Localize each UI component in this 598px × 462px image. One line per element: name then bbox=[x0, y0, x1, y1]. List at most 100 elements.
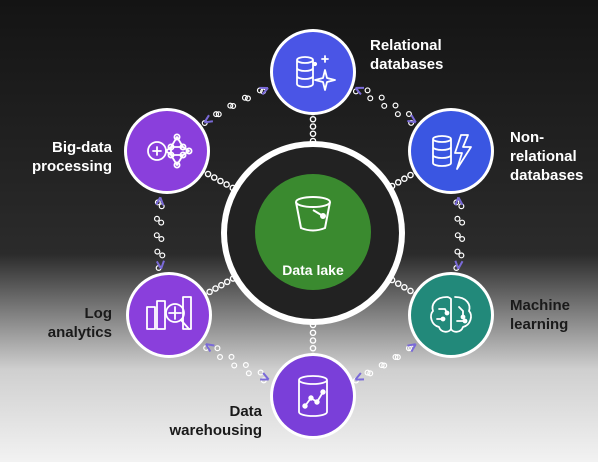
arrowhead bbox=[407, 343, 417, 353]
arrowhead bbox=[260, 372, 270, 381]
arrow-dot bbox=[158, 219, 165, 226]
connector-link bbox=[212, 285, 219, 292]
arrow-dot bbox=[394, 111, 401, 118]
database-sparkle-icon bbox=[296, 55, 336, 91]
arrow-dot bbox=[378, 94, 385, 101]
arrowhead bbox=[454, 196, 464, 206]
label-machine-learning: Machine learning bbox=[510, 296, 570, 334]
connector-link bbox=[309, 344, 317, 352]
arrowhead bbox=[407, 114, 417, 124]
arrow-dot bbox=[241, 94, 248, 101]
arrow-dot bbox=[364, 87, 371, 94]
arrow-dot bbox=[381, 102, 388, 109]
arrow-dot bbox=[364, 369, 371, 376]
connector-link bbox=[309, 337, 317, 344]
connector-link bbox=[407, 287, 414, 295]
label-line: Non- bbox=[510, 129, 545, 146]
label-line: databases bbox=[510, 167, 584, 184]
label-line: analytics bbox=[47, 324, 112, 341]
connector-link bbox=[309, 137, 317, 145]
label-line: databases bbox=[370, 56, 444, 73]
arrow-dot bbox=[367, 370, 374, 377]
connector-link bbox=[229, 275, 237, 282]
label-line: processing bbox=[31, 158, 112, 175]
cylinder-chart-icon bbox=[298, 375, 328, 417]
label-line: Data bbox=[229, 403, 262, 420]
connector-link bbox=[217, 177, 224, 185]
arrow-dot bbox=[245, 370, 252, 377]
arrow-dot bbox=[214, 345, 221, 352]
data-lake-circle bbox=[255, 174, 371, 290]
arrow-dot bbox=[458, 252, 465, 259]
node-warehouse bbox=[270, 353, 356, 439]
arrow-dot bbox=[213, 111, 220, 118]
connector-link bbox=[218, 281, 225, 289]
data-lake-label: Data lake bbox=[282, 262, 344, 278]
label-line: Log bbox=[84, 305, 113, 322]
connector-link bbox=[309, 321, 317, 329]
arrow-dot bbox=[244, 95, 251, 102]
arrow-dot bbox=[394, 354, 401, 361]
node-circle bbox=[129, 275, 209, 355]
arrowhead bbox=[205, 343, 215, 352]
connector-link bbox=[407, 171, 414, 179]
node-circle bbox=[273, 356, 353, 436]
label-data-warehousing: Data warehousing bbox=[150, 402, 262, 440]
arrow-dot bbox=[392, 354, 399, 361]
connector-link bbox=[401, 175, 408, 183]
node-log bbox=[126, 272, 212, 358]
magnifier-bars-icon bbox=[146, 296, 192, 330]
arrow-dot bbox=[231, 362, 238, 369]
arrow-dot bbox=[159, 252, 166, 259]
network-nodes-icon bbox=[147, 133, 193, 169]
dotted-arrows bbox=[153, 86, 466, 384]
arrow-dot bbox=[257, 369, 264, 376]
arrow-dot bbox=[381, 362, 388, 369]
arrowhead bbox=[155, 196, 165, 206]
arrow-dot bbox=[242, 362, 249, 369]
arrow-dot bbox=[459, 219, 466, 226]
label-line: relational bbox=[510, 148, 577, 165]
nodes bbox=[124, 29, 494, 439]
arrow-dot bbox=[454, 215, 461, 222]
connector-link bbox=[229, 184, 237, 192]
connector-link bbox=[223, 278, 231, 286]
connector-link bbox=[309, 329, 317, 337]
arrow-dot bbox=[153, 215, 160, 222]
arrow-dot bbox=[392, 102, 399, 109]
connector-link bbox=[309, 130, 317, 138]
connector-link bbox=[309, 123, 317, 130]
arrow-dot bbox=[154, 248, 161, 255]
connector-link bbox=[394, 179, 402, 186]
arrow-dot bbox=[459, 236, 466, 243]
connector-link bbox=[309, 115, 317, 123]
arrow-dot bbox=[215, 111, 222, 118]
bucket-icon bbox=[295, 196, 331, 232]
connector-link bbox=[206, 288, 213, 296]
connector-link bbox=[204, 170, 212, 178]
arrowhead bbox=[354, 372, 365, 381]
label-big-data-processing: Big-data processing bbox=[14, 138, 112, 176]
arrow-dot bbox=[230, 102, 237, 109]
node-ml bbox=[408, 272, 494, 358]
arrow-dot bbox=[227, 102, 234, 109]
brain-circuit-icon bbox=[430, 296, 472, 333]
arrow-dot bbox=[228, 353, 235, 360]
label-non-relational-databases: Non- relational databases bbox=[510, 128, 583, 185]
database-lightning-icon bbox=[432, 134, 472, 170]
node-nonrelational bbox=[408, 108, 494, 194]
arrow-dot bbox=[378, 362, 385, 369]
connector-link bbox=[210, 174, 218, 181]
arrowhead bbox=[354, 86, 365, 96]
connector-link bbox=[223, 181, 230, 188]
arrowhead bbox=[259, 86, 269, 96]
label-line: warehousing bbox=[169, 422, 262, 439]
arrow-dot bbox=[153, 232, 160, 239]
arrow-dot bbox=[217, 354, 224, 361]
arrow-dot bbox=[454, 248, 461, 255]
arrow-dot bbox=[158, 236, 165, 243]
node-bigdata bbox=[124, 108, 210, 194]
label-log-analytics: Log analytics bbox=[20, 304, 112, 342]
label-relational-databases: Relational databases bbox=[370, 36, 443, 74]
